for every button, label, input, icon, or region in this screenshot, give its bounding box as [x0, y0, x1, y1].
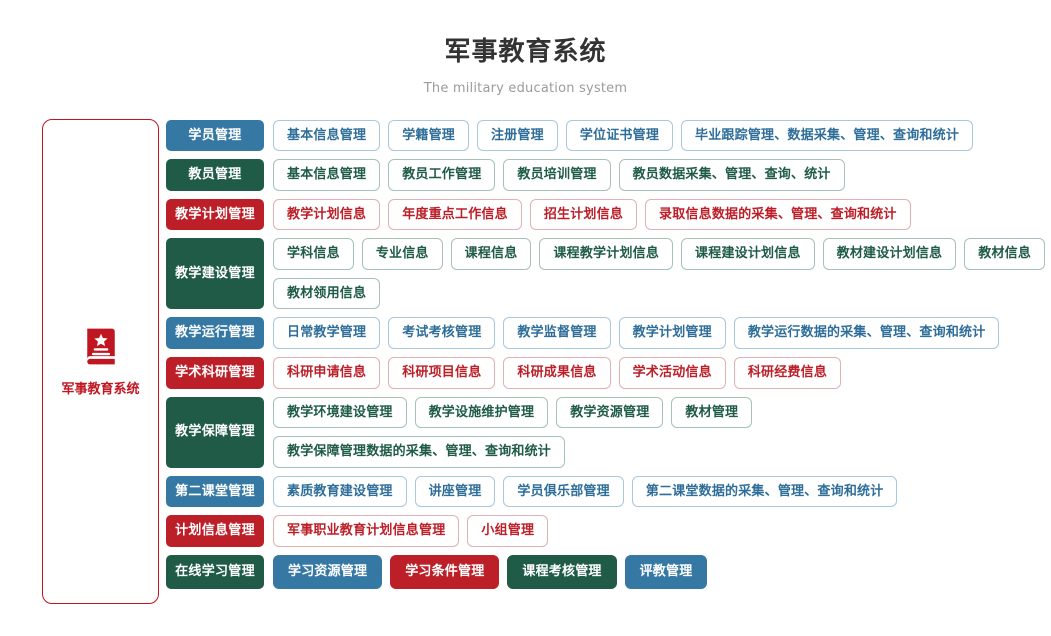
tree-container: 学员管理基本信息管理学籍管理注册管理学位证书管理毕业跟踪管理、数据采集、管理、查… [166, 119, 1051, 590]
subcategory-list: 军事职业教育计划信息管理小组管理 [273, 515, 1051, 548]
subcategory-list: 日常教学管理考试考核管理教学监督管理教学计划管理教学运行数据的采集、管理、查询和… [273, 317, 1051, 350]
subcategory-button[interactable]: 学术活动信息 [618, 357, 726, 389]
subcategory-button[interactable]: 学籍管理 [388, 119, 470, 152]
brand-label: 军事教育系统 [61, 382, 140, 397]
subcategory-button[interactable]: 教员培训管理 [503, 159, 611, 191]
subcategory-button[interactable]: 教材领用信息 [273, 277, 381, 310]
subcategory-button[interactable]: 教学保障管理数据的采集、管理、查询和统计 [273, 436, 566, 468]
tree-row: 学术科研管理科研申请信息科研项目信息科研成果信息学术活动信息科研经费信息 [166, 357, 1051, 389]
subcategory-list: 基本信息管理教员工作管理教员培训管理教员数据采集、管理、查询、统计 [273, 159, 1051, 191]
subcategory-button[interactable]: 基本信息管理 [273, 119, 381, 152]
subcategory-button[interactable]: 科研成果信息 [503, 357, 611, 389]
subcategory-button[interactable]: 教学设施维护管理 [414, 396, 549, 429]
category-button[interactable]: 第二课堂管理 [166, 475, 264, 508]
subcategory-button[interactable]: 课程教学计划信息 [539, 238, 674, 270]
subcategory-list: 教学计划信息年度重点工作信息招生计划信息录取信息数据的采集、管理、查询和统计 [273, 198, 1051, 231]
subcategory-button[interactable]: 教材建设计划信息 [822, 238, 957, 270]
category-button[interactable]: 学术科研管理 [166, 357, 264, 389]
page-subtitle: The military education system [423, 80, 628, 96]
tree-row: 在线学习管理学习资源管理学习条件管理课程考核管理评教管理 [166, 555, 1051, 590]
category-button[interactable]: 在线学习管理 [166, 555, 264, 590]
category-button[interactable]: 计划信息管理 [166, 515, 264, 548]
subcategory-button[interactable]: 学习条件管理 [390, 555, 500, 590]
book-star-icon [79, 325, 123, 369]
subcategory-button[interactable]: 讲座管理 [414, 475, 496, 508]
subcategory-button[interactable]: 教学监督管理 [503, 317, 611, 350]
subcategory-button[interactable]: 科研经费信息 [733, 357, 842, 389]
subcategory-button[interactable]: 学科信息 [273, 238, 354, 270]
subcategory-list: 学科信息专业信息课程信息课程教学计划信息课程建设计划信息教材建设计划信息教材信息… [273, 238, 1051, 310]
subcategory-list: 科研申请信息科研项目信息科研成果信息学术活动信息科研经费信息 [273, 357, 1051, 389]
subcategory-button[interactable]: 科研项目信息 [388, 357, 496, 389]
subcategory-button[interactable]: 注册管理 [477, 119, 558, 152]
tree-row: 教学计划管理教学计划信息年度重点工作信息招生计划信息录取信息数据的采集、管理、查… [166, 198, 1051, 231]
tree-row: 计划信息管理军事职业教育计划信息管理小组管理 [166, 515, 1051, 548]
subcategory-button[interactable]: 教学环境建设管理 [273, 396, 407, 429]
tree-row: 教学建设管理学科信息专业信息课程信息课程教学计划信息课程建设计划信息教材建设计划… [166, 238, 1051, 310]
subcategory-button[interactable]: 评教管理 [624, 555, 708, 590]
subcategory-button[interactable]: 课程考核管理 [507, 555, 617, 590]
subcategory-button[interactable]: 基本信息管理 [273, 159, 381, 191]
category-button[interactable]: 教学保障管理 [166, 396, 264, 468]
subcategory-button[interactable]: 小组管理 [467, 515, 549, 548]
subcategory-button[interactable]: 毕业跟踪管理、数据采集、管理、查询和统计 [681, 119, 974, 152]
subcategory-button[interactable]: 第二课堂数据的采集、管理、查询和统计 [631, 475, 898, 508]
subcategory-button[interactable]: 教员数据采集、管理、查询、统计 [618, 159, 845, 191]
tree-row: 教学运行管理日常教学管理考试考核管理教学监督管理教学计划管理教学运行数据的采集、… [166, 317, 1051, 350]
subcategory-button[interactable]: 学员俱乐部管理 [503, 475, 624, 508]
tree-row: 教员管理基本信息管理教员工作管理教员培训管理教员数据采集、管理、查询、统计 [166, 159, 1051, 191]
subcategory-button[interactable]: 教学计划管理 [618, 317, 726, 350]
subcategory-button[interactable]: 教材信息 [964, 238, 1046, 270]
subcategory-button[interactable]: 专业信息 [361, 238, 443, 270]
subcategory-button[interactable]: 教学运行数据的采集、管理、查询和统计 [733, 317, 1000, 350]
subcategory-button[interactable]: 军事职业教育计划信息管理 [273, 515, 460, 548]
category-button[interactable]: 学员管理 [166, 119, 264, 152]
subcategory-button[interactable]: 录取信息数据的采集、管理、查询和统计 [645, 198, 911, 231]
subcategory-button[interactable]: 教学资源管理 [556, 396, 664, 429]
tree-row: 教学保障管理教学环境建设管理教学设施维护管理教学资源管理教材管理教学保障管理数据… [166, 396, 1051, 468]
subcategory-button[interactable]: 科研申请信息 [273, 357, 381, 389]
category-button[interactable]: 教学建设管理 [166, 238, 264, 310]
subcategory-button[interactable]: 教学计划信息 [273, 198, 381, 231]
subcategory-button[interactable]: 课程建设计划信息 [681, 238, 815, 270]
subcategory-button[interactable]: 学位证书管理 [565, 119, 674, 152]
brand-panel: 军事教育系统 [42, 118, 159, 604]
category-button[interactable]: 教学计划管理 [166, 198, 264, 231]
category-button[interactable]: 教学运行管理 [166, 317, 264, 350]
subcategory-button[interactable]: 日常教学管理 [273, 317, 381, 350]
diagram-body: 军事教育系统 学员管理基本信息管理学籍管理注册管理学位证书管理毕业跟踪管理、数据… [0, 96, 1051, 604]
subcategory-list: 基本信息管理学籍管理注册管理学位证书管理毕业跟踪管理、数据采集、管理、查询和统计 [273, 119, 1051, 152]
subcategory-list: 素质教育建设管理讲座管理学员俱乐部管理第二课堂数据的采集、管理、查询和统计 [273, 475, 1051, 508]
subcategory-list: 学习资源管理学习条件管理课程考核管理评教管理 [273, 555, 1051, 590]
tree-row: 第二课堂管理素质教育建设管理讲座管理学员俱乐部管理第二课堂数据的采集、管理、查询… [166, 475, 1051, 508]
subcategory-button[interactable]: 学习资源管理 [273, 555, 383, 590]
subcategory-button[interactable]: 素质教育建设管理 [273, 475, 407, 508]
subcategory-button[interactable]: 考试考核管理 [388, 317, 496, 350]
page-header: 军事教育系统 The military education system [0, 0, 1051, 96]
subcategory-button[interactable]: 课程信息 [450, 238, 532, 270]
category-button[interactable]: 教员管理 [166, 159, 264, 191]
tree-row: 学员管理基本信息管理学籍管理注册管理学位证书管理毕业跟踪管理、数据采集、管理、查… [166, 119, 1051, 152]
subcategory-button[interactable]: 教材管理 [671, 396, 753, 429]
page-title: 军事教育系统 [444, 37, 607, 67]
subcategory-list: 教学环境建设管理教学设施维护管理教学资源管理教材管理教学保障管理数据的采集、管理… [273, 396, 1051, 468]
subcategory-button[interactable]: 教员工作管理 [388, 159, 496, 191]
subcategory-button[interactable]: 招生计划信息 [529, 198, 638, 231]
subcategory-button[interactable]: 年度重点工作信息 [388, 198, 522, 231]
